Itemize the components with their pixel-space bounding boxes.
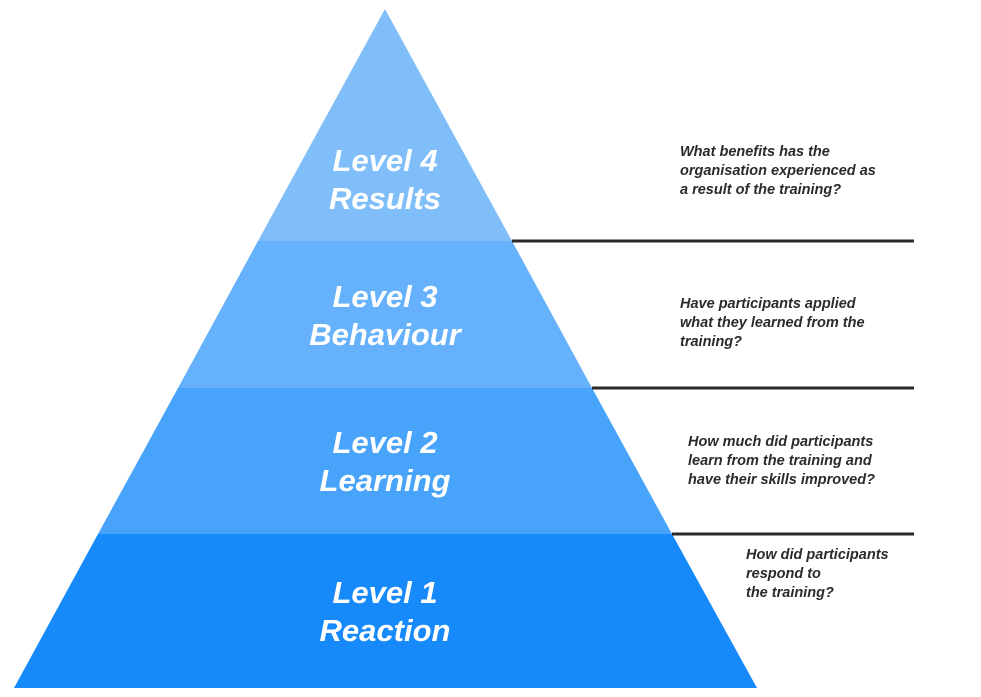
level-1-question: How did participants respond to the trai… [746,547,889,601]
pyramid-tier-level-4 [258,9,512,241]
divider-lines [512,239,914,536]
level-3-name: Behaviour [309,317,463,352]
level-4-question: What benefits has the organisation exper… [680,144,876,198]
pyramid-tiers [14,9,757,688]
pyramid-tier-level-1 [14,534,757,688]
pyramid-tier-level-3 [178,241,592,388]
pyramid-tier-level-2 [98,388,672,534]
level-4-number: Level 4 [332,143,437,178]
level-1-number: Level 1 [332,575,437,610]
level-3-number: Level 3 [332,279,437,314]
tier-labels: Level 4 Results Level 3 Behaviour Level … [309,143,463,648]
level-1-name: Reaction [320,613,451,648]
level-2-number: Level 2 [332,425,437,460]
level-2-question: How much did participants learn from the… [688,434,875,488]
level-4-name: Results [329,181,441,216]
level-3-question: Have participants applied what they lear… [680,296,865,350]
level-2-name: Learning [320,463,451,498]
